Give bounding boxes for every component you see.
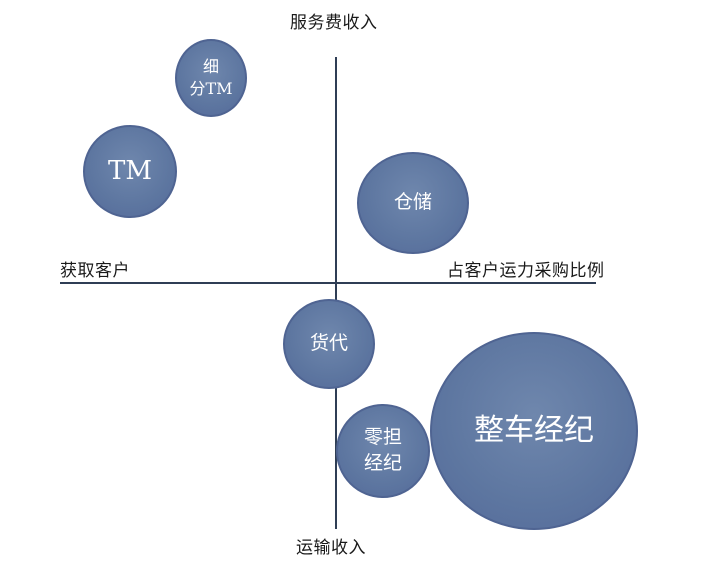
bubble-xifen-tm-line2: 分TM [189, 79, 233, 98]
bubble-tm: TM [83, 125, 177, 218]
bubble-zhengche-jingji: 整车经纪 [430, 332, 638, 530]
bubble-lingdan-jingji-label: 零担 经纪 [364, 425, 402, 476]
bubble-lingdan-line1: 零担 [363, 426, 402, 449]
axis-label-right: 占客户运力采购比例 [447, 261, 605, 281]
bubble-huodai: 货代 [283, 299, 375, 389]
bubble-xifen-tm-label: 细 分TM [189, 56, 232, 99]
bubble-zhengche-label: 整车经纪 [474, 412, 594, 448]
bubble-huodai-label: 货代 [309, 332, 348, 355]
bubble-lingdan-jingji: 零担 经纪 [336, 404, 430, 498]
bubble-xifen-tm-line1: 细 [202, 57, 219, 77]
vertical-axis [335, 57, 337, 529]
axis-label-top: 服务费收入 [290, 13, 378, 33]
bubble-lingdan-line2: 经纪 [363, 452, 402, 474]
axis-label-left: 获取客户 [60, 261, 130, 281]
horizontal-axis [60, 282, 596, 284]
bubble-tm-label: TM [108, 155, 152, 186]
bubble-cangchu: 仓储 [357, 152, 469, 254]
bubble-cangchu-label: 仓储 [393, 191, 432, 214]
axis-label-bottom: 运输收入 [296, 538, 366, 558]
bubble-xifen-tm: 细 分TM [175, 39, 247, 117]
